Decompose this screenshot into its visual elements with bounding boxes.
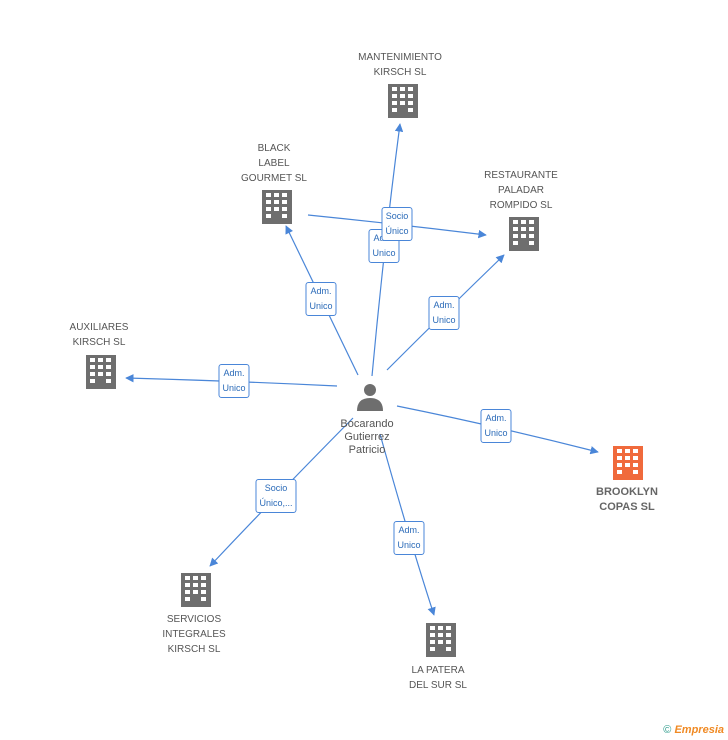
company-name-servicios[interactable]: SERVICIOS INTEGRALES KIRSCH SL bbox=[162, 614, 226, 655]
brand-name: Empresia bbox=[674, 724, 724, 736]
building-icon-mantenimiento[interactable] bbox=[388, 84, 418, 118]
person-icon[interactable] bbox=[357, 384, 383, 411]
nodes-layer bbox=[86, 84, 643, 657]
person-name[interactable]: Bocarando Gutierrez Patricio bbox=[340, 418, 394, 456]
edge-label-restaurante[interactable]: Socio Único bbox=[381, 207, 413, 241]
company-name-auxiliares[interactable]: AUXILIARES KIRSCH SL bbox=[69, 322, 129, 348]
edge-label-black-label[interactable]: Adm. Unico bbox=[305, 282, 337, 316]
edge-label-restaurante[interactable]: Adm. Unico bbox=[428, 296, 460, 330]
edge-label-la-patera[interactable]: Adm. Unico bbox=[393, 521, 425, 555]
company-name-la-patera[interactable]: LA PATERA DEL SUR SL bbox=[409, 665, 467, 691]
company-name-mantenimiento[interactable]: MANTENIMIENTO KIRSCH SL bbox=[358, 52, 442, 78]
edge-label-brooklyn[interactable]: Adm. Unico bbox=[480, 409, 512, 443]
footer-brand[interactable]: © Empresia bbox=[663, 724, 724, 736]
edge-label-servicios[interactable]: Socio Único,... bbox=[255, 479, 297, 513]
building-icon-la-patera[interactable] bbox=[426, 623, 456, 657]
copyright-symbol: © bbox=[663, 724, 672, 736]
building-icon-brooklyn[interactable] bbox=[613, 446, 643, 480]
company-name-restaurante[interactable]: RESTAURANTE PALADAR ROMPIDO SL bbox=[484, 170, 558, 211]
company-name-black-label[interactable]: BLACK LABEL GOURMET SL bbox=[241, 143, 307, 184]
company-name-brooklyn[interactable]: BROOKLYN COPAS SL bbox=[596, 486, 658, 513]
building-icon-black-label[interactable] bbox=[262, 190, 292, 224]
building-icon-restaurante[interactable] bbox=[509, 217, 539, 251]
edge-label-auxiliares[interactable]: Adm. Unico bbox=[218, 364, 250, 398]
building-icon-auxiliares[interactable] bbox=[86, 355, 116, 389]
building-icon-servicios[interactable] bbox=[181, 573, 211, 607]
